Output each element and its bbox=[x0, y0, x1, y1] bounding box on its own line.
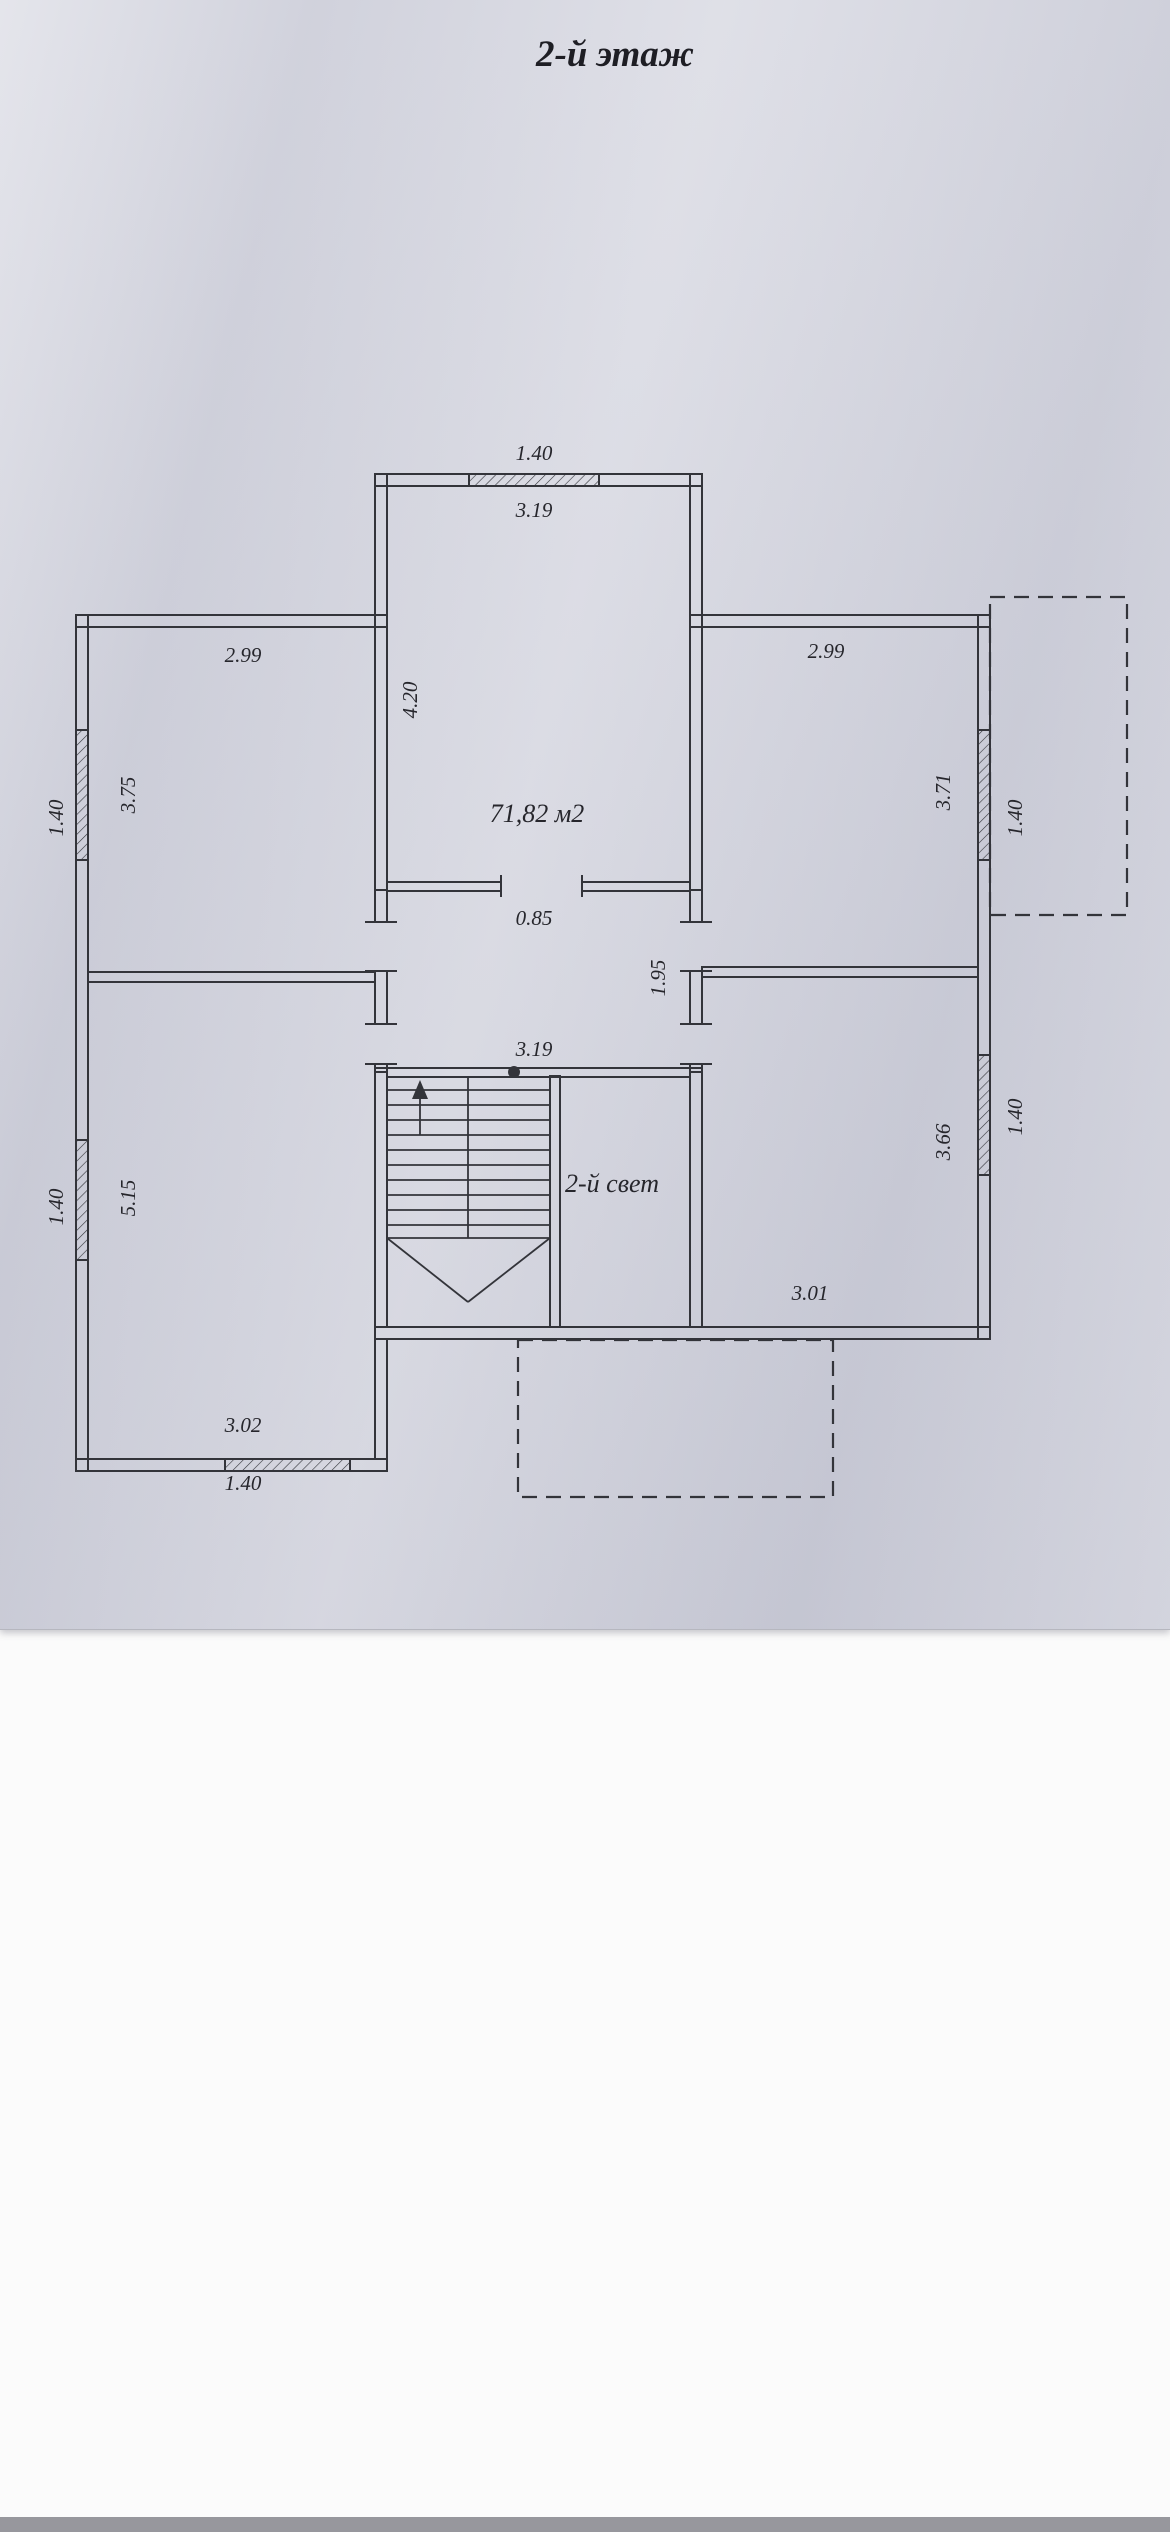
dim-window-right-upper: 1.40 bbox=[1003, 799, 1027, 836]
area-label: 71,82 м2 bbox=[490, 799, 585, 828]
wall-corridor-bottom bbox=[386, 1067, 691, 1078]
wall-divider-left bbox=[87, 971, 376, 983]
paper-sheet bbox=[0, 0, 1170, 1630]
dim-room-tl-width: 2.99 bbox=[225, 643, 262, 667]
wall-left-ext-1 bbox=[75, 614, 89, 731]
stair-break-right bbox=[467, 1237, 551, 1303]
wall-corridor-left-a bbox=[374, 889, 388, 923]
wall-corridor-left-b bbox=[374, 970, 388, 1025]
wall-stair-right bbox=[549, 1075, 561, 1328]
wall-top-room-right bbox=[689, 473, 703, 891]
window-top bbox=[468, 473, 600, 487]
wall-void-right bbox=[689, 1067, 703, 1328]
walls bbox=[75, 473, 991, 1472]
windows bbox=[75, 473, 991, 1472]
second-light-label: 2-й свет bbox=[565, 1169, 659, 1198]
wall-top-room-left bbox=[374, 473, 388, 891]
dim-room-br-width: 3.01 bbox=[791, 1281, 829, 1305]
dim-hall-width: 3.19 bbox=[515, 1037, 553, 1061]
wall-left-ext-2 bbox=[75, 859, 89, 1141]
wall-annex-right bbox=[374, 1338, 388, 1460]
dim-room-tr-height: 3.71 bbox=[931, 774, 955, 812]
wall-right-ext-2 bbox=[977, 859, 991, 1056]
dim-opening-height: 1.95 bbox=[646, 960, 670, 997]
dashed-outline-right bbox=[988, 595, 1129, 917]
wall-main-bottom bbox=[374, 1326, 991, 1340]
wall-corridor-top-a bbox=[386, 881, 502, 892]
dim-top-room-height: 4.20 bbox=[398, 681, 422, 718]
window-left-lower bbox=[75, 1139, 89, 1261]
window-right-lower bbox=[977, 1054, 991, 1176]
dimension-labels: 1.40 3.19 2.99 2.99 4.20 3.75 1.40 3.71 … bbox=[44, 441, 1027, 1495]
window-left-upper bbox=[75, 729, 89, 861]
page-title: 2-й этаж bbox=[535, 34, 694, 75]
dim-window-left-lower: 1.40 bbox=[44, 1188, 68, 1225]
wall-corridor-right-a bbox=[689, 889, 703, 923]
door-ticks bbox=[365, 875, 712, 1078]
window-bottom bbox=[224, 1458, 351, 1472]
dim-window-left-upper: 1.40 bbox=[44, 799, 68, 836]
dim-room-bl-height: 5.15 bbox=[116, 1180, 140, 1217]
reference-dot bbox=[508, 1066, 520, 1078]
dim-window-bottom: 1.40 bbox=[225, 1471, 262, 1495]
dim-room-br-height: 3.66 bbox=[931, 1123, 955, 1161]
photo-bottom-edge bbox=[0, 2517, 1170, 2532]
window-right-upper bbox=[977, 729, 991, 861]
dim-room-tr-width: 2.99 bbox=[808, 639, 845, 663]
dim-window-right-lower: 1.40 bbox=[1003, 1098, 1027, 1135]
stair-break-left bbox=[386, 1237, 469, 1303]
wall-right-ext-3 bbox=[977, 1174, 991, 1340]
wall-divider-right bbox=[701, 966, 979, 978]
dim-door-width: 0.85 bbox=[516, 906, 553, 930]
wall-main-top-left bbox=[75, 614, 388, 628]
stair-up-arrow bbox=[412, 1080, 428, 1135]
wall-right-ext-1 bbox=[977, 614, 991, 731]
wall-stair-left bbox=[374, 1067, 388, 1328]
wall-corridor-top-b bbox=[581, 881, 691, 892]
dim-top-room-width: 3.19 bbox=[515, 498, 553, 522]
dim-room-tl-height: 3.75 bbox=[116, 777, 140, 815]
wall-corridor-right-b bbox=[689, 970, 703, 1025]
wall-main-top-right bbox=[689, 614, 991, 628]
dashed-outline-bottom bbox=[516, 1338, 835, 1499]
dim-window-top: 1.40 bbox=[516, 441, 553, 465]
staircase bbox=[386, 1076, 551, 1303]
wall-left-ext-3 bbox=[75, 1259, 89, 1472]
dim-room-bl-width: 3.02 bbox=[224, 1413, 262, 1437]
